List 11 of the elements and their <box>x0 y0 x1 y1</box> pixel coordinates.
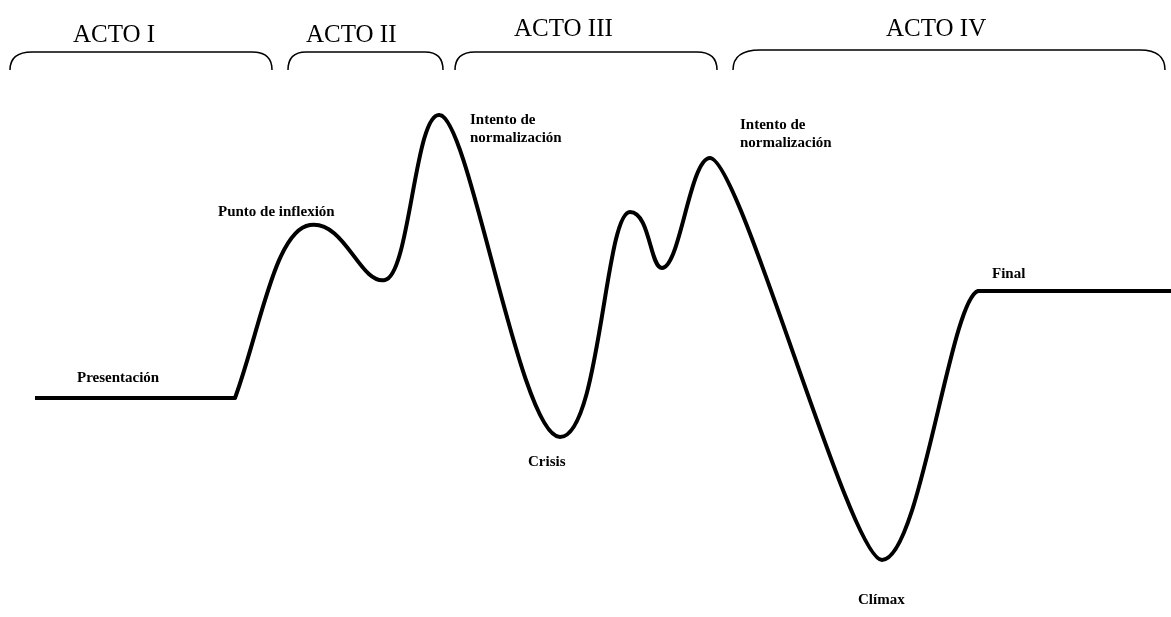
point-label: Intento de normalización <box>740 115 833 151</box>
act-heading: ACTO I <box>73 20 156 48</box>
point-label: Presentación <box>77 368 160 386</box>
point-label: Punto de inflexión <box>218 202 335 220</box>
point-label: Final <box>992 264 1026 282</box>
act-heading: ACTO III <box>514 14 613 42</box>
point-label: Clímax <box>858 590 905 608</box>
point-label: Crisis <box>528 452 566 470</box>
act-heading: ACTO IV <box>886 14 987 42</box>
act-heading: ACTO II <box>306 20 397 48</box>
point-label: Intento de normalización <box>470 110 563 146</box>
